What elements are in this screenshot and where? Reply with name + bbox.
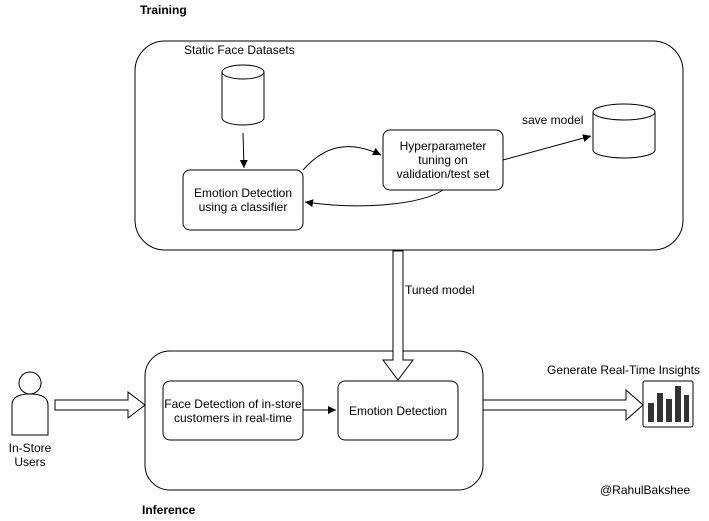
insights-label: Generate Real-Time Insights [547,363,700,377]
credit-label: @RahulBakshee [600,483,691,497]
users-to-inference-arrow [54,390,146,420]
inference-title: Inference [142,503,196,517]
tuning-to-classifier-arrow [304,189,444,208]
hyperparameter-box-text: Hyperparameter tuning on validation/test… [396,139,490,181]
inference-to-insights-arrow [482,388,644,422]
classifier-to-tuning-arrow [302,146,382,171]
database-icon [221,64,265,126]
classifier-box [182,169,304,231]
emotion-detection-box [337,380,459,441]
dataset-to-classifier-arrow [239,132,248,169]
database-icon [592,103,656,159]
tuning-to-save-arrow [502,134,592,161]
dataset-label: Static Face Datasets [184,43,295,57]
tuned-model-arrow [382,250,414,381]
tuned-model-label: Tuned model [405,283,475,297]
classifier-box-text: Emotion Detection using a classifier [193,186,293,214]
bar-chart-icon [642,380,694,428]
save-model-label: save model [522,113,584,127]
face-detection-box-text: Face Detection of in-store customers in … [164,396,302,425]
user-icon [11,371,49,436]
emotion-detection-box-text: Emotion Detection [348,403,448,418]
users-label: In-Store Users [8,441,52,469]
training-title: Training [140,3,187,17]
